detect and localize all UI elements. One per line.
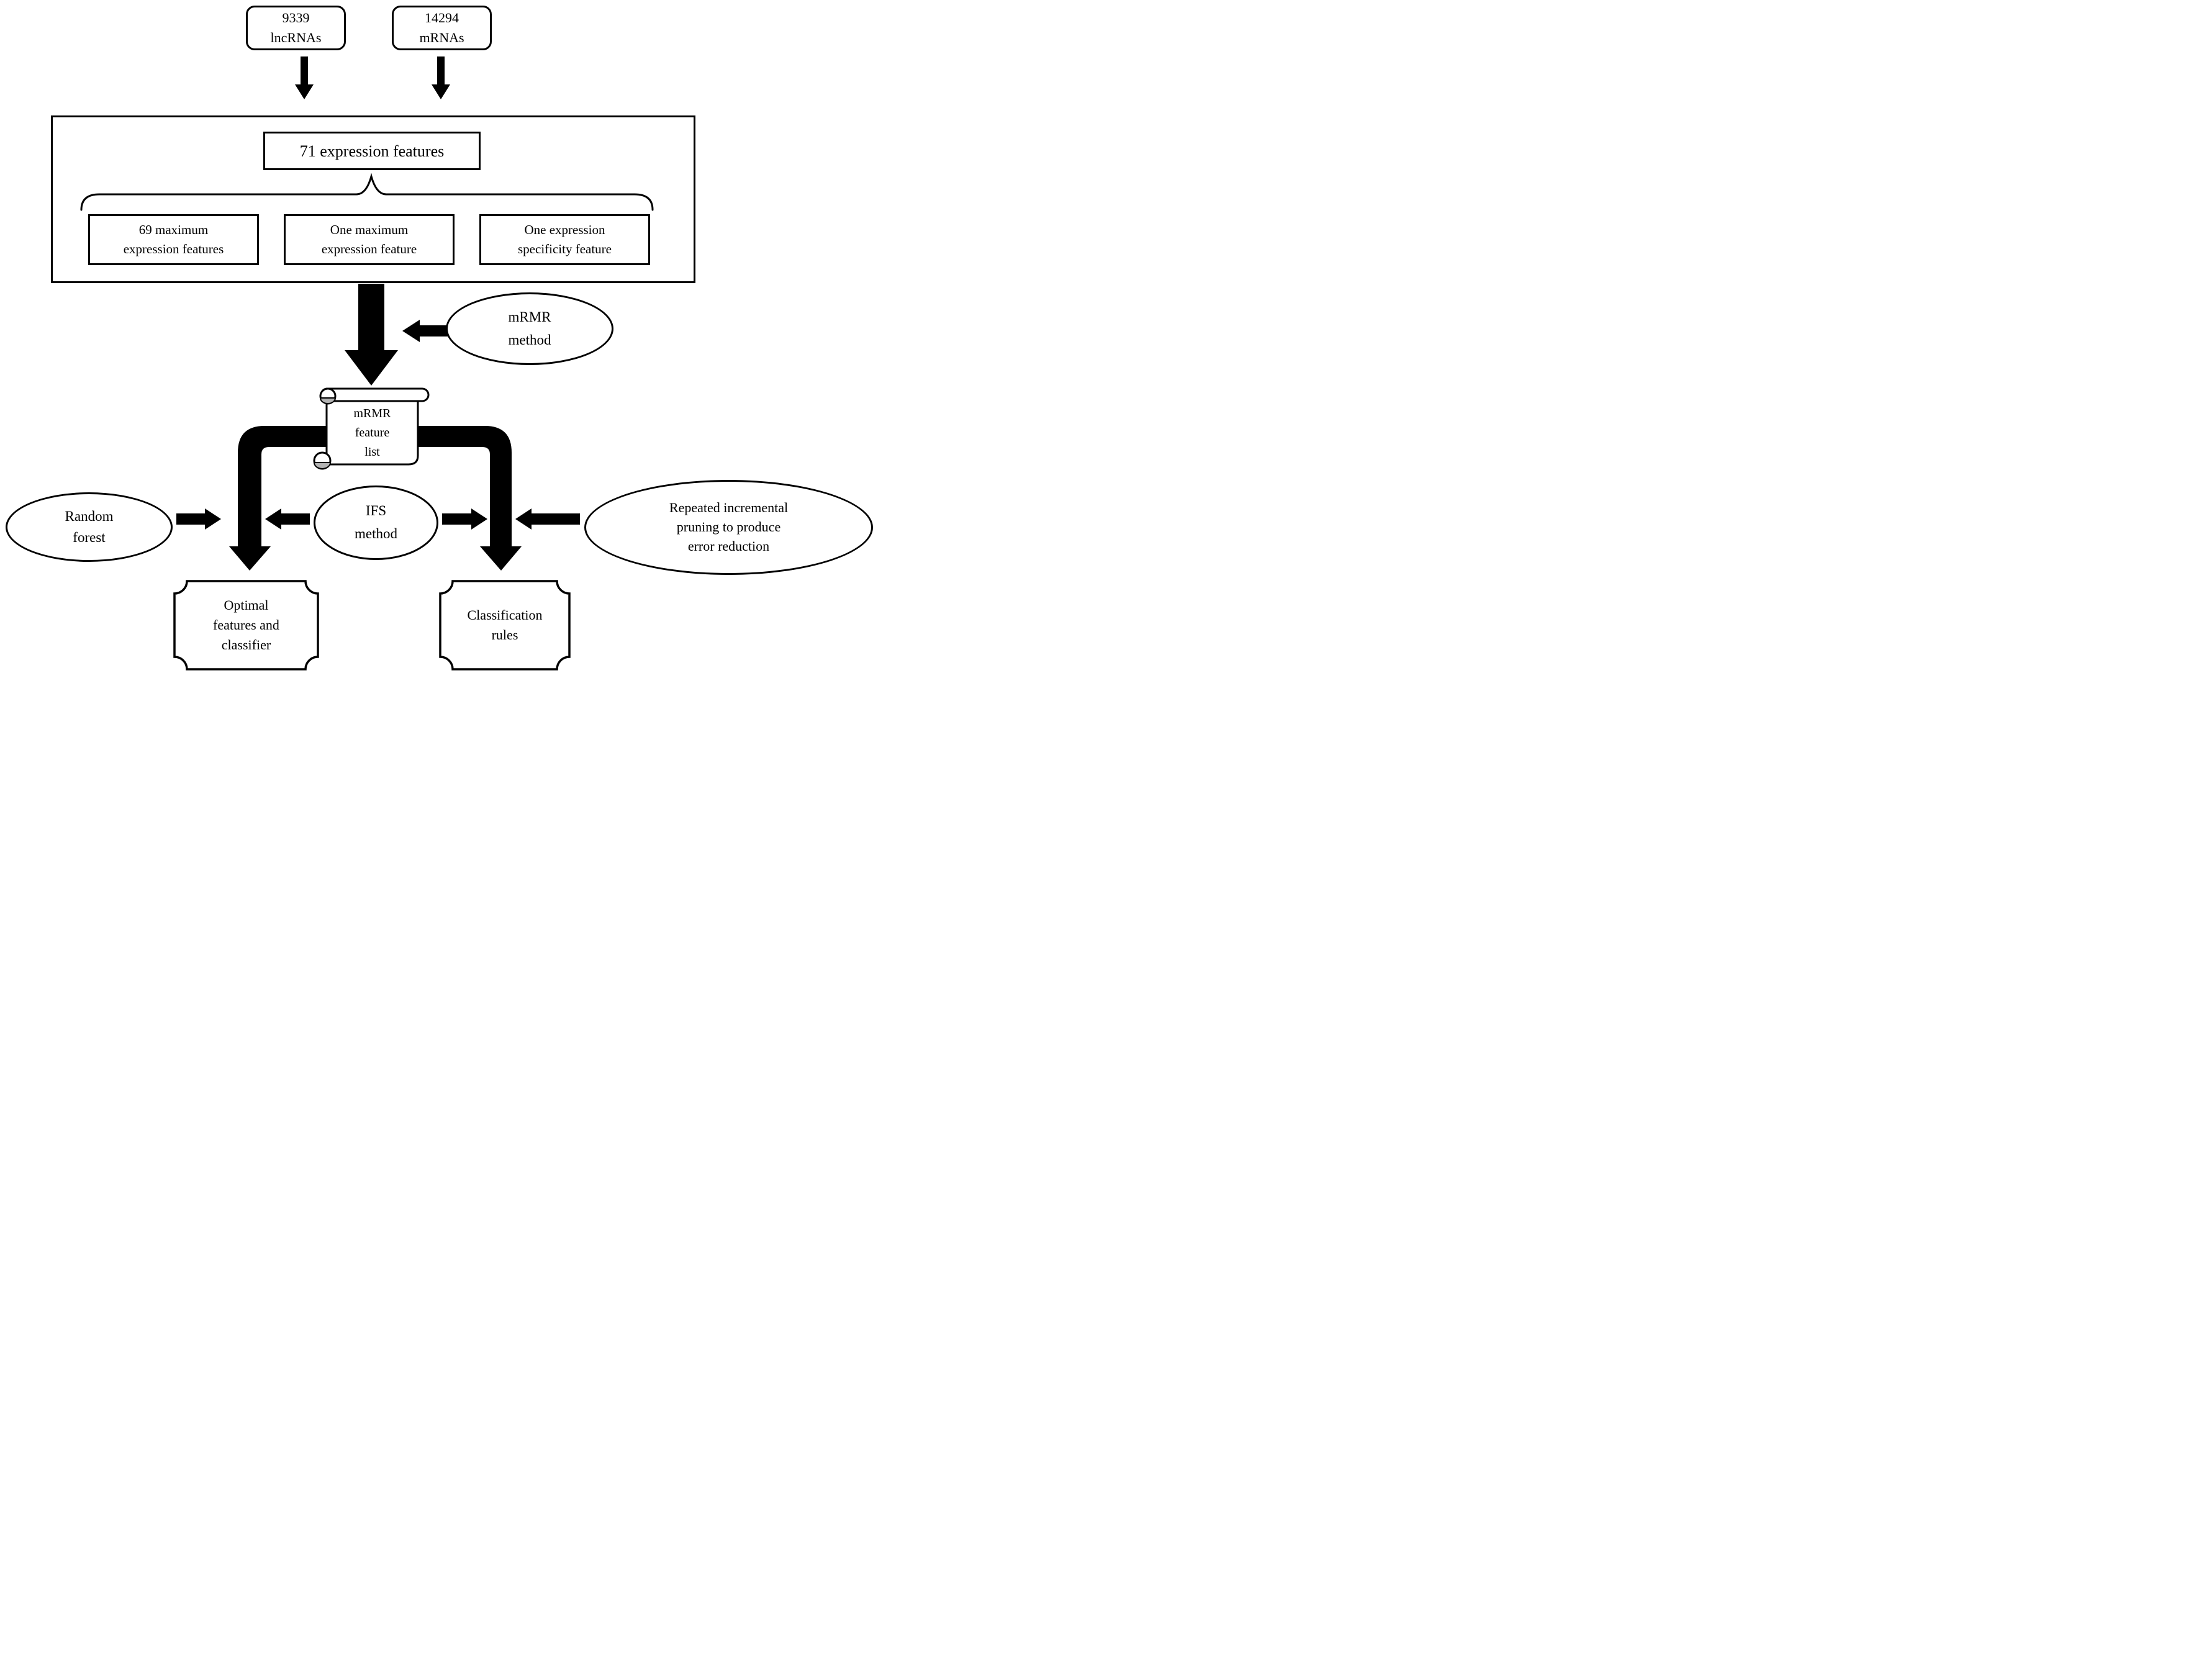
arrow-ripper — [515, 508, 580, 530]
brace — [80, 173, 654, 211]
optimal-badge-shape — [173, 580, 319, 671]
one-expression-specificity-feature-box: One expression specificity feature — [479, 214, 650, 265]
diagram-shapes-layer — [80, 56, 654, 671]
ripper-ellipse: Repeated incremental pruning to produce … — [584, 480, 873, 575]
features-container-box — [51, 115, 695, 283]
random-forest-ellipse: Random forest — [6, 492, 173, 562]
arrow-lncrnas-to-features — [295, 56, 314, 99]
arrow-list-to-rules — [416, 426, 522, 571]
arrow-ifs-left — [265, 508, 310, 530]
one-max-expression-feature-box: One maximum expression feature — [284, 214, 455, 265]
mrmr-method-ellipse: mRMR method — [446, 292, 613, 365]
mrnas-count-box: 14294 mRNAs — [392, 6, 492, 50]
arrow-mrmr-method — [402, 320, 448, 342]
expression-features-box: 71 expression features — [263, 132, 481, 170]
scroll-shape — [313, 387, 430, 470]
mrmr-feature-list-scroll-label: mRMR feature list — [353, 406, 391, 459]
arrow-list-to-optimal — [229, 426, 329, 571]
flowchart: 9339 lncRNAs 14294 mRNAs 71 expression f… — [0, 0, 876, 672]
classification-badge-shape — [439, 580, 571, 671]
max-expression-features-box: 69 maximum expression features — [88, 214, 259, 265]
arrow-ifs-right — [442, 508, 487, 530]
arrow-random-forest — [176, 508, 221, 530]
classification-rules-badge: Classification rules — [467, 607, 543, 643]
lncrnas-count-box: 9339 lncRNAs — [246, 6, 346, 50]
ifs-method-ellipse: IFS method — [314, 485, 438, 560]
optimal-features-classifier-badge: Optimal features and classifier — [213, 597, 279, 653]
arrow-features-to-mrmr-list — [345, 284, 398, 386]
arrow-mrnas-to-features — [432, 56, 450, 99]
